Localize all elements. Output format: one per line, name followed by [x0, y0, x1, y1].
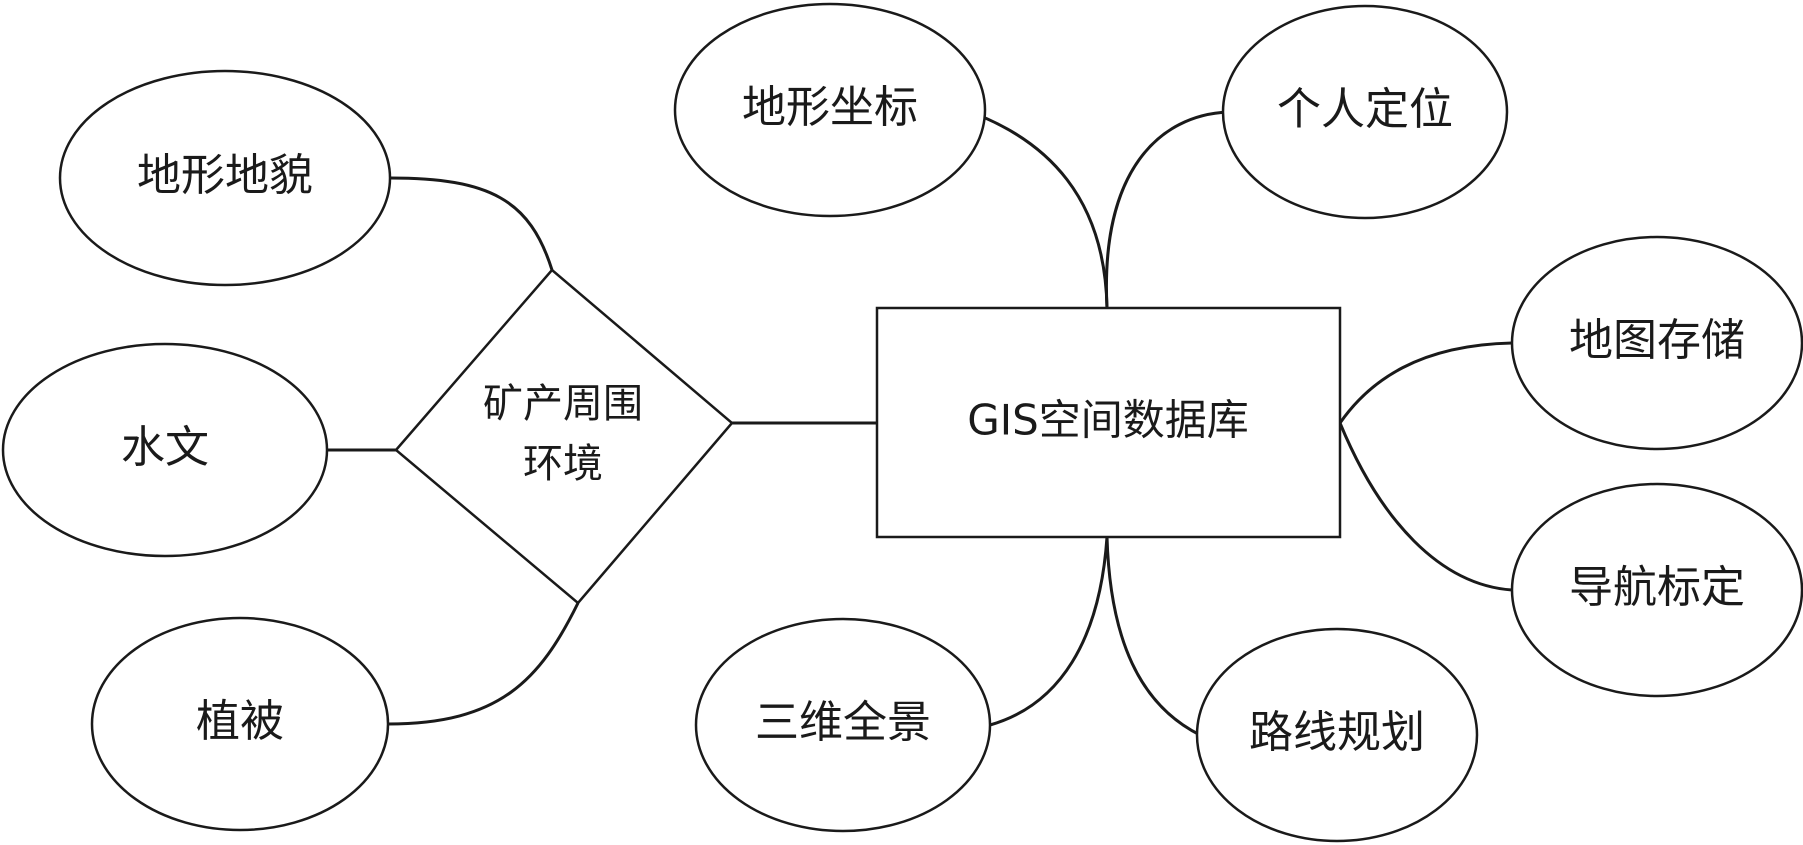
environment-label-line2: 环境 [523, 441, 603, 487]
navigation-calibration-label: 导航标定 [1569, 562, 1745, 613]
connector-personal-positioning [1104, 110, 1229, 309]
navigation-calibration-node: 导航标定 [1510, 482, 1803, 698]
database-node: GIS空间数据库 [875, 306, 1342, 539]
vegetation-label: 植被 [196, 696, 284, 747]
landform-label: 地形地貌 [137, 150, 313, 201]
landform-node: 地形地貌 [58, 69, 392, 287]
map-storage-label: 地图存储 [1569, 315, 1745, 366]
environment-node: 矿产周围 环境 [394, 268, 734, 605]
connectors [327, 108, 1513, 737]
connector-route-planning [1105, 536, 1201, 737]
vegetation-node: 植被 [90, 616, 390, 832]
hydrology-node: 水文 [1, 342, 329, 558]
personal-positioning-label: 个人定位 [1277, 84, 1453, 135]
connector-vegetation [387, 602, 580, 726]
terrain-coordinates-label: 地形坐标 [742, 82, 918, 133]
connector-navigation-calibration [1338, 422, 1513, 592]
route-planning-node: 路线规划 [1195, 627, 1479, 843]
connector-3d-panorama [989, 536, 1109, 727]
connector-terrain-coordinates [964, 108, 1109, 309]
database-label: GIS空间数据库 [967, 396, 1249, 445]
map-storage-node: 地图存储 [1510, 235, 1803, 451]
route-planning-label: 路线规划 [1249, 707, 1425, 758]
connector-landform [389, 176, 554, 271]
terrain-coordinates-node: 地形坐标 [673, 2, 987, 218]
3d-panorama-label: 三维全景 [755, 697, 931, 748]
hydrology-label: 水文 [121, 422, 209, 473]
environment-label-line1: 矿产周围 [483, 381, 643, 427]
connector-map-storage [1338, 341, 1513, 424]
personal-positioning-node: 个人定位 [1221, 4, 1509, 220]
3d-panorama-node: 三维全景 [694, 617, 992, 833]
